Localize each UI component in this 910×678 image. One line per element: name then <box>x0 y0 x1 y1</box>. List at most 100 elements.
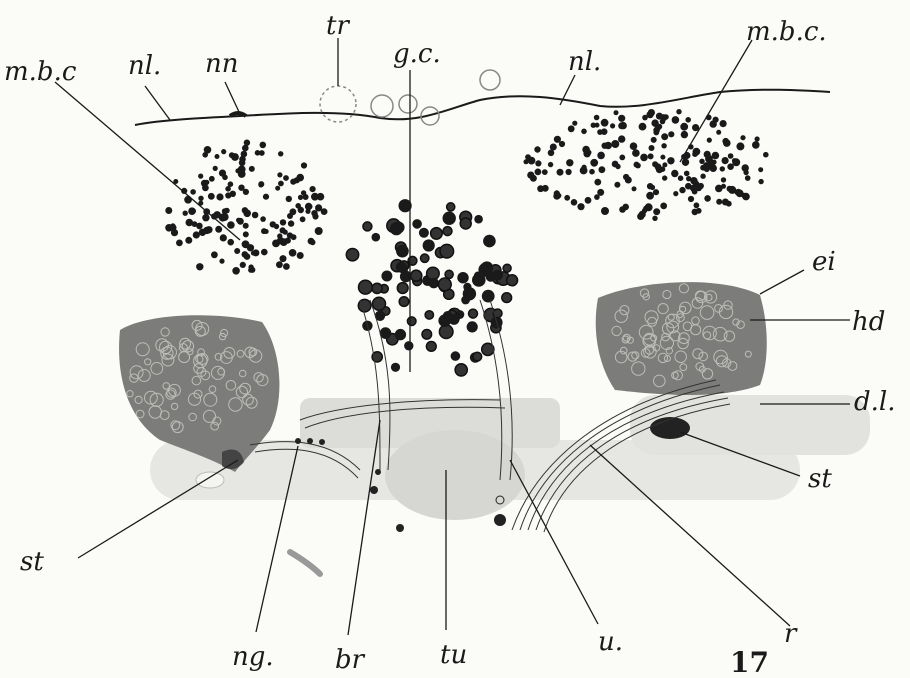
cell-nucleus <box>653 189 659 195</box>
cell-nucleus <box>623 174 629 180</box>
cell-nucleus <box>227 221 235 229</box>
cell-nucleus <box>630 142 638 150</box>
cell-nucleus <box>359 280 373 294</box>
cell-nucleus <box>261 228 267 234</box>
cell-nucleus <box>208 193 215 200</box>
cell-nucleus <box>601 119 609 127</box>
cell-nucleus <box>249 267 255 273</box>
cell-nucleus <box>243 189 249 195</box>
cell-nucleus <box>474 272 482 280</box>
cell-nucleus <box>535 169 542 176</box>
cell-nucleus <box>610 123 615 128</box>
cell-nucleus <box>577 203 584 210</box>
cell-nucleus <box>554 136 561 143</box>
cell-nucleus <box>537 185 544 192</box>
cell-nucleus <box>301 162 307 168</box>
cell-nucleus <box>280 219 286 225</box>
cell-nucleus <box>391 363 400 372</box>
cell-nucleus <box>426 342 436 352</box>
cell-nucleus <box>542 169 548 175</box>
cell-nucleus <box>199 229 206 236</box>
cell-nucleus <box>619 155 625 161</box>
cell-nucleus <box>690 177 697 184</box>
cell-nucleus <box>396 245 409 258</box>
cell-nucleus <box>372 283 382 293</box>
cell-nucleus <box>280 255 287 262</box>
cell-nucleus <box>283 230 288 235</box>
cell-nucleus <box>399 297 409 307</box>
cell-nucleus <box>528 173 534 179</box>
cell-nucleus <box>601 128 608 135</box>
cell-nucleus <box>243 231 249 237</box>
cell-nucleus <box>209 176 215 182</box>
vesicle-lower-left <box>290 552 320 574</box>
cell-nucleus <box>404 341 413 350</box>
vesicle-under-st <box>196 472 224 488</box>
cell-nucleus <box>429 278 440 289</box>
cell-nucleus <box>693 148 701 156</box>
cell-nucleus <box>276 261 283 268</box>
cell-nucleus <box>652 216 657 221</box>
label-br: br <box>335 645 366 675</box>
cell-nucleus <box>184 196 192 204</box>
cell-nucleus <box>548 150 555 157</box>
cell-nucleus <box>614 110 619 115</box>
cell-nucleus <box>242 251 249 258</box>
cell-nucleus <box>752 141 760 149</box>
cell-nucleus <box>275 186 280 191</box>
cell-nucleus <box>263 194 269 200</box>
cell-nucleus <box>445 270 453 278</box>
cell-nucleus <box>492 270 503 281</box>
cell-nucleus <box>204 146 212 154</box>
cell-nucleus <box>467 321 478 332</box>
cell-nucleus <box>594 115 600 121</box>
cell-nucleus <box>346 249 358 261</box>
cell-nucleus <box>213 166 218 171</box>
cell-nucleus <box>755 136 760 141</box>
cell-nucleus <box>220 234 227 241</box>
cell-nucleus <box>236 218 241 223</box>
cell-nucleus <box>680 123 688 131</box>
cell-nucleus <box>363 222 372 231</box>
cell-nucleus <box>291 234 297 240</box>
cell-nucleus <box>190 189 196 195</box>
cell-nucleus <box>685 183 692 190</box>
st-blob-right <box>650 417 690 439</box>
cell-nucleus <box>171 229 178 236</box>
cell-nucleus <box>439 325 453 339</box>
cell-nucleus <box>244 140 250 146</box>
cell-nucleus <box>716 130 721 135</box>
cell-nucleus <box>283 263 290 270</box>
label-gc: g.c. <box>393 39 441 69</box>
cell-nucleus <box>648 153 654 159</box>
figure-number: 17 <box>730 646 769 678</box>
cell-nucleus <box>618 115 625 122</box>
cell-nucleus <box>726 201 732 207</box>
cell-nucleus <box>594 194 600 200</box>
cell-nucleus <box>571 199 578 206</box>
cell-nucleus <box>582 165 587 170</box>
cell-nucleus <box>723 139 731 147</box>
cell-nucleus <box>568 125 575 132</box>
cell-nucleus <box>443 212 456 225</box>
cell-nucleus <box>709 164 717 172</box>
cell-nucleus <box>438 278 451 291</box>
cell-nucleus <box>261 249 268 256</box>
cell-nucleus <box>684 171 690 177</box>
cell-nucleus <box>298 195 303 200</box>
cell-nucleus <box>305 209 310 214</box>
cell-nucleus <box>758 179 763 184</box>
cell-nucleus <box>663 114 668 119</box>
cell-nucleus <box>566 169 572 175</box>
cell-nucleus <box>688 196 694 202</box>
cell-nucleus <box>682 159 689 166</box>
cell-nucleus <box>251 251 256 256</box>
cell-nucleus <box>321 208 328 215</box>
cell-nucleus <box>704 195 711 202</box>
cell-nucleus <box>310 239 316 245</box>
cell-nucleus <box>763 152 769 158</box>
cell-nucleus <box>300 216 306 222</box>
cell-nucleus <box>196 223 203 230</box>
cell-nucleus <box>170 223 175 228</box>
cell-nucleus <box>235 168 240 173</box>
